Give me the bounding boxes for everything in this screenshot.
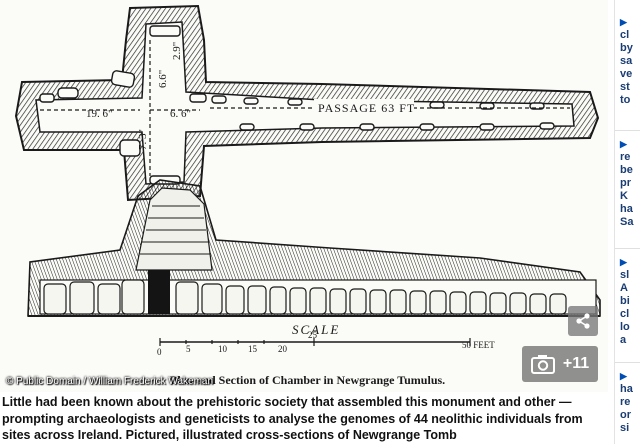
rail-text: ha xyxy=(620,203,633,215)
gallery-count: +11 xyxy=(562,355,590,372)
share-icon xyxy=(576,313,590,329)
scale-title: SCALE xyxy=(292,322,340,337)
rail-story-2[interactable]: ▶ re be pr K ha Sa xyxy=(620,138,640,229)
scale-tick-0: 0 xyxy=(157,347,162,357)
rail-text: cl xyxy=(620,308,630,320)
share-button[interactable] xyxy=(568,306,598,336)
rail-divider xyxy=(615,248,640,249)
article-figure[interactable]: 19. 6" 6. 6" 7. 3" 6.6" 2.9" PASSAGE 63 … xyxy=(0,0,608,392)
plan-passage-label: PASSAGE 63 FT xyxy=(318,101,415,115)
rail-text: pr xyxy=(620,177,631,189)
rail-arrow-icon: ▶ xyxy=(620,371,627,381)
rail-arrow-icon: ▶ xyxy=(620,17,627,27)
rail-text: Sa xyxy=(620,216,634,228)
plan-dim-center: 6. 6" xyxy=(170,108,191,120)
image-credit: © Public Domain / William Frederick Wake… xyxy=(6,376,214,387)
rail-text: a xyxy=(620,334,627,346)
rail-text: cl xyxy=(620,29,630,41)
plan-dim-recess-b: 2.9" xyxy=(171,42,183,60)
figure-caption: Little had been known about the prehisto… xyxy=(2,395,583,442)
rail-text: ve xyxy=(620,68,633,80)
rail-text: be xyxy=(620,164,633,176)
rail-text: bi xyxy=(620,295,630,307)
right-rail: ▶ cl by sa ve st to ▶ re be pr K ha Sa ▶… xyxy=(614,0,640,444)
scale-tick-15: 15 xyxy=(248,344,258,354)
rail-text: by xyxy=(620,42,633,54)
rail-text: sl xyxy=(620,269,630,281)
camera-icon xyxy=(530,355,555,374)
rail-text: lo xyxy=(620,321,630,333)
rail-story-3[interactable]: ▶ sl A bi cl lo a xyxy=(620,256,640,347)
rail-text: ha xyxy=(620,383,633,395)
rail-text: to xyxy=(620,94,631,106)
rail-text: st xyxy=(620,81,630,93)
rail-arrow-icon: ▶ xyxy=(620,139,627,149)
plan-dim-vertical: 7. 3" xyxy=(137,129,149,150)
rail-text: or xyxy=(620,409,631,421)
plate-title: Plan and Section of Chamber in Newgrange… xyxy=(170,373,445,387)
section-view xyxy=(27,179,601,317)
rail-story-4[interactable]: ▶ ha re or si xyxy=(620,370,640,435)
scale-tick-5: 5 xyxy=(186,344,191,354)
rail-divider xyxy=(615,362,640,363)
rail-text: sa xyxy=(620,55,633,67)
scale-tick-20: 20 xyxy=(278,344,288,354)
gallery-button[interactable]: +11 xyxy=(522,346,598,382)
newgrange-engraving: 19. 6" 6. 6" 7. 3" 6.6" 2.9" PASSAGE 63 … xyxy=(14,4,601,387)
scale-tick-50: 50 FEET xyxy=(462,340,495,350)
plan-dim-left: 19. 6" xyxy=(86,108,113,120)
scale-tick-10: 10 xyxy=(218,344,228,354)
rail-text: re xyxy=(620,396,631,408)
rail-text: re xyxy=(620,151,631,163)
scale-tick-25: 25 xyxy=(308,330,318,340)
rail-story-1[interactable]: ▶ cl by sa ve st to xyxy=(620,16,640,107)
plan-dim-recess-a: 6.6" xyxy=(157,70,169,88)
rail-text: A xyxy=(620,282,628,294)
rail-text: si xyxy=(620,422,630,434)
rail-divider xyxy=(615,130,640,131)
plan-view: 19. 6" 6. 6" 7. 3" 6.6" 2.9" PASSAGE 63 … xyxy=(14,4,600,202)
scale-bar: SCALE 0 5 10 15 20 25 50 FEET xyxy=(157,322,495,357)
rail-text: K xyxy=(620,190,628,202)
rail-arrow-icon: ▶ xyxy=(620,257,627,267)
